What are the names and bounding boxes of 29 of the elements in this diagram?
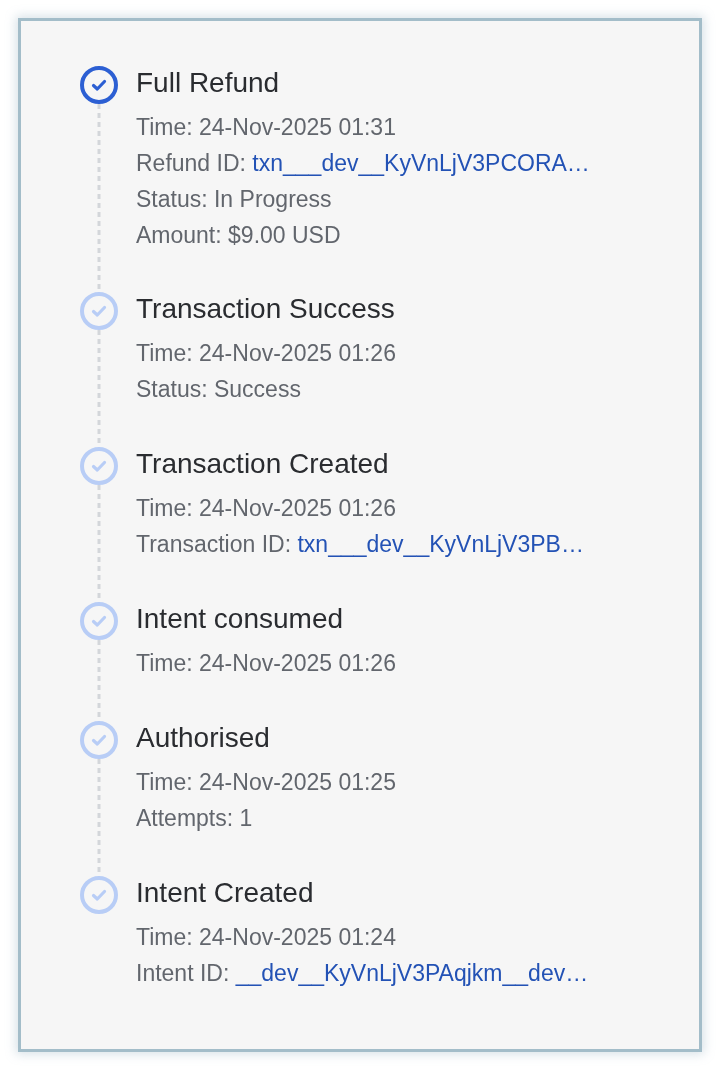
id-link: txn___dev__KyVnLjV3PB…: [297, 530, 584, 557]
event-detail: Refund ID: txn___dev__KyVnLjV3PCORA…: [136, 149, 590, 177]
event-title: Transaction Success: [136, 293, 395, 325]
check-circle-icon: [80, 447, 118, 485]
event-title: Transaction Created: [136, 448, 389, 480]
check-circle-icon: [80, 66, 118, 104]
event-detail: Time: 24-Nov-2025 01:26: [136, 339, 396, 367]
event-detail: Time: 24-Nov-2025 01:31: [136, 113, 396, 141]
id-link: __dev__KyVnLjV3PAqjkm__dev…: [235, 959, 589, 986]
event-detail: Time: 24-Nov-2025 01:25: [136, 768, 396, 796]
event-detail: Attempts: 1: [136, 804, 253, 832]
event-detail: Time: 24-Nov-2025 01:24: [136, 923, 396, 951]
event-detail: Time: 24-Nov-2025 01:26: [136, 649, 396, 677]
event-detail: Amount: $9.00 USD: [136, 221, 341, 249]
check-circle-icon: [80, 721, 118, 759]
event-detail: Transaction ID: txn___dev__KyVnLjV3PB…: [136, 530, 584, 558]
check-circle-icon: [80, 292, 118, 330]
event-detail: Status: In Progress: [136, 185, 332, 213]
id-link: txn___dev__KyVnLjV3PCORA…: [252, 149, 590, 176]
event-title: Authorised: [136, 722, 270, 754]
event-detail: Intent ID: __dev__KyVnLjV3PAqjkm__dev…: [136, 959, 589, 987]
event-detail: Time: 24-Nov-2025 01:26: [136, 494, 396, 522]
event-detail: Status: Success: [136, 375, 301, 403]
event-title: Intent consumed: [136, 603, 344, 635]
event-title: Full Refund: [136, 67, 280, 99]
check-circle-icon: [80, 602, 118, 640]
event-title: Intent Created: [136, 877, 314, 909]
connector-line: [97, 104, 101, 292]
check-circle-icon: [80, 876, 118, 914]
